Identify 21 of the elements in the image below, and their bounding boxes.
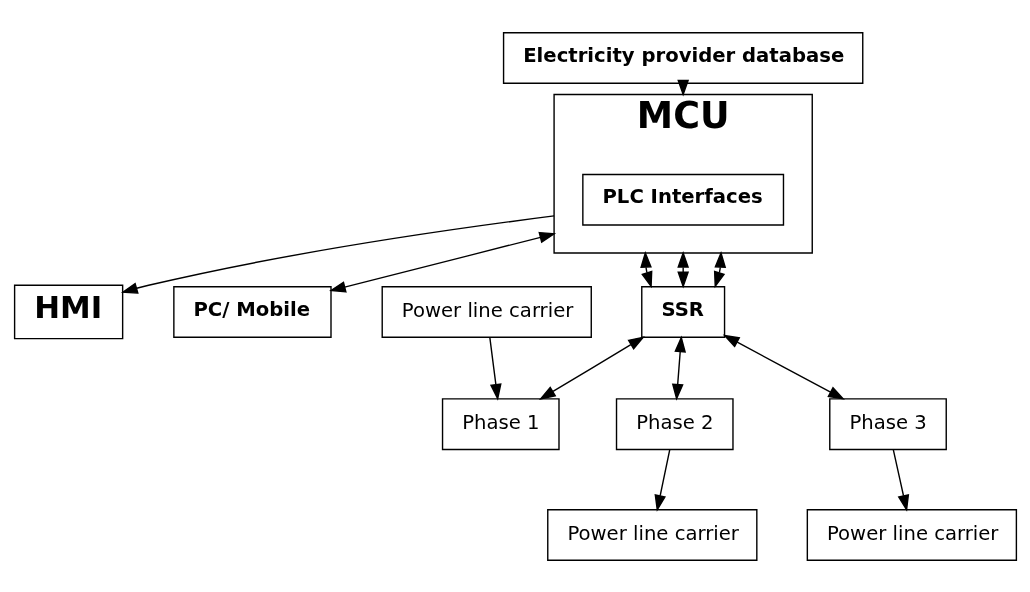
arrow bbox=[654, 448, 670, 512]
node-box: SSR bbox=[640, 285, 725, 338]
arrow bbox=[488, 336, 502, 401]
node-box: PC/ Mobile bbox=[172, 285, 332, 338]
arrow bbox=[120, 214, 555, 294]
arrow bbox=[538, 335, 645, 400]
node-box: HMI bbox=[13, 284, 123, 339]
arrow bbox=[639, 250, 652, 288]
arrow bbox=[328, 231, 556, 293]
arrow bbox=[671, 335, 686, 401]
node-box: Phase 2 bbox=[615, 397, 734, 450]
node-box: Power line carrier bbox=[546, 508, 758, 561]
node-box: Phase 3 bbox=[828, 397, 947, 450]
arrow bbox=[713, 250, 726, 288]
arrow bbox=[676, 250, 689, 288]
arrow bbox=[892, 448, 909, 512]
node-box: PLC Interfaces bbox=[581, 173, 784, 226]
arrow bbox=[722, 334, 845, 400]
node-box: Power line carrier bbox=[381, 285, 592, 338]
node-box: Power line carrier bbox=[806, 508, 1017, 561]
node-box: Phase 1 bbox=[441, 397, 560, 450]
